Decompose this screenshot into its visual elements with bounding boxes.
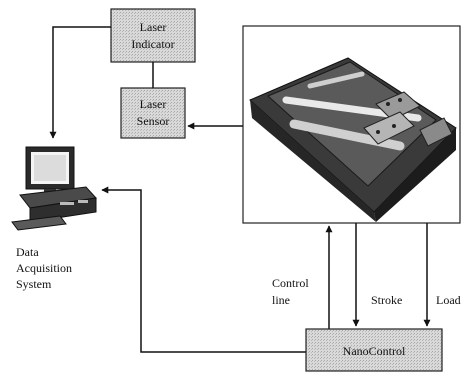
control-line-label-line2: line — [272, 293, 290, 307]
nanocontrol-label: NanoControl — [343, 344, 406, 358]
laser-indicator-label-line2: Indicator — [131, 37, 174, 51]
laser-sensor-label-line2: Sensor — [137, 114, 170, 128]
computer-label-line1: Data — [16, 245, 39, 259]
load-label: Load — [436, 293, 461, 307]
computer-label-line2: Acquisition — [16, 261, 72, 275]
nano-stage-device — [249, 57, 457, 222]
laser-indicator-block: Laser Indicator — [110, 8, 196, 63]
computer-icon — [11, 146, 97, 231]
computer-label: Data Acquisition System — [16, 245, 72, 291]
stroke-label: Stroke — [371, 293, 402, 307]
laser-sensor-block: Laser Sensor — [120, 87, 186, 139]
indicator-to-computer-arrow — [49, 26, 111, 139]
laser-indicator-label-line1: Laser — [140, 20, 167, 34]
laser-sensor-label-line1: Laser — [140, 97, 167, 111]
control-line-label-line1: Control — [272, 276, 309, 290]
nanocontrol-to-computer-arrow — [101, 186, 306, 353]
nanocontrol-block: NanoControl — [305, 328, 443, 372]
computer-label-line3: System — [16, 277, 52, 291]
